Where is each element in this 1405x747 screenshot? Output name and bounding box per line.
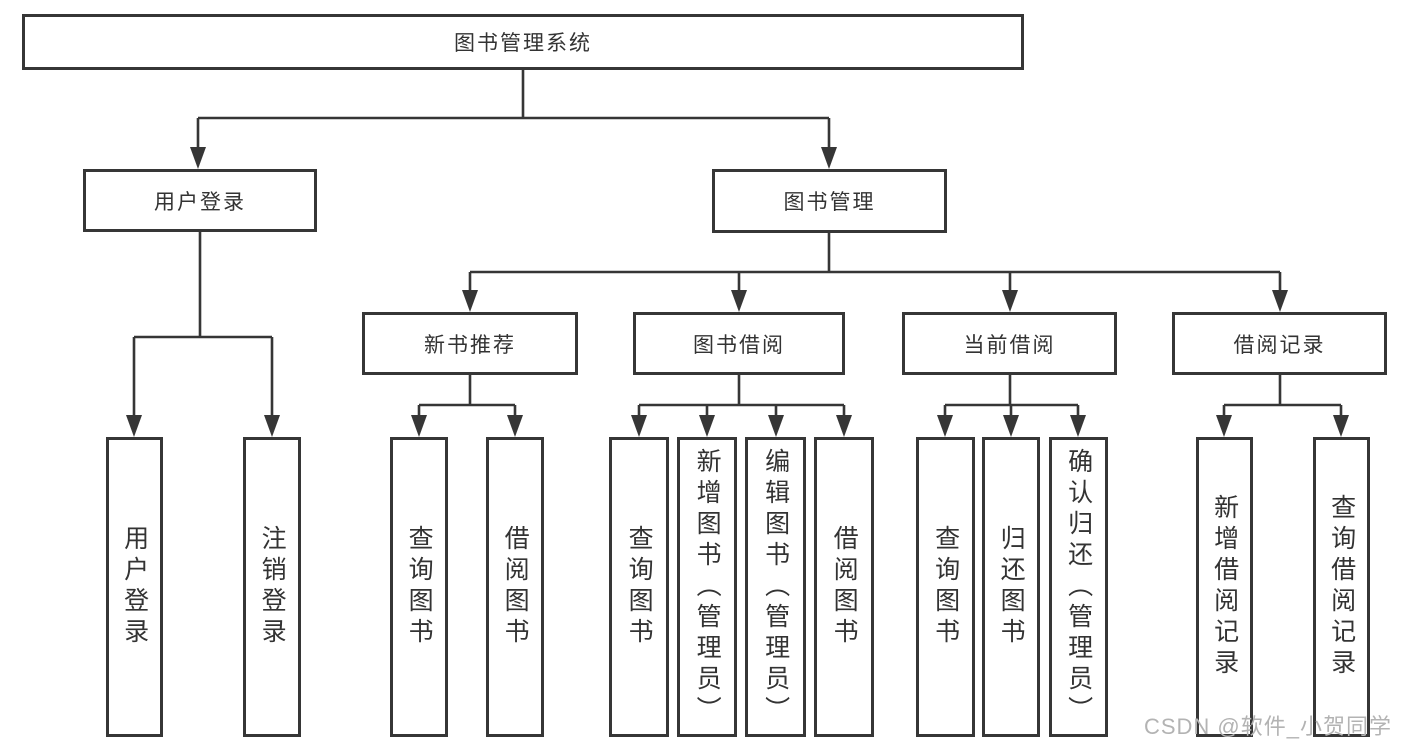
arrowhead-icon [1002, 290, 1018, 312]
node-label: 用户登录 [120, 525, 149, 649]
node-library-management-system: 图书管理系统 [22, 14, 1024, 70]
arrowhead-icon [1070, 415, 1086, 437]
arrowhead-icon [631, 415, 647, 437]
leaf-query-books-current: 查询图书 [916, 437, 975, 737]
node-label: 当前借阅 [963, 333, 1056, 357]
arrowhead-icon [1272, 290, 1288, 312]
node-label: 确认归还（管理员） [1064, 447, 1093, 727]
node-label: 用户登录 [154, 190, 246, 214]
arrowhead-icon [126, 415, 142, 437]
arrowhead-icon [1216, 415, 1232, 437]
leaf-query-books-borrow: 查询图书 [609, 437, 669, 737]
node-label: 新增图书（管理员） [693, 447, 722, 727]
node-label: 新书推荐 [424, 333, 516, 357]
leaf-borrow-books-recommend: 借阅图书 [486, 437, 544, 737]
arrowhead-icon [699, 415, 715, 437]
arrowhead-icon [507, 415, 523, 437]
csdn-watermark: CSDN @软件_小贺同学 [1143, 714, 1392, 739]
arrowhead-icon [411, 415, 427, 437]
node-current-borrowing: 当前借阅 [902, 312, 1117, 375]
arrowhead-icon [462, 290, 478, 312]
node-book-borrowing: 图书借阅 [633, 312, 845, 375]
leaf-edit-books-admin: 编辑图书（管理员） [745, 437, 806, 737]
arrowhead-icon [937, 415, 953, 437]
leaf-logout: 注销登录 [243, 437, 301, 737]
node-label: 查询图书 [931, 525, 960, 649]
node-label: 查询图书 [625, 525, 654, 649]
node-new-book-recommendation: 新书推荐 [362, 312, 578, 375]
leaf-borrow-books: 借阅图书 [814, 437, 874, 737]
node-label: 查询图书 [405, 525, 434, 649]
node-label: 借阅图书 [830, 525, 859, 649]
arrowheads [126, 147, 1349, 437]
arrowhead-icon [1333, 415, 1349, 437]
node-label: 图书管理系统 [454, 32, 592, 55]
node-label: 借阅图书 [501, 525, 530, 649]
node-borrowing-records: 借阅记录 [1172, 312, 1387, 375]
node-label: 借阅记录 [1233, 333, 1326, 357]
arrowhead-icon [1003, 415, 1019, 437]
leaf-add-borrow-record: 新增借阅记录 [1196, 437, 1253, 737]
leaf-query-books-recommend: 查询图书 [390, 437, 448, 737]
node-label: 注销登录 [258, 525, 287, 649]
arrowhead-icon [731, 290, 747, 312]
connector-lines [132, 70, 1343, 416]
arrowhead-icon [768, 415, 784, 437]
node-label: 归还图书 [997, 525, 1026, 649]
node-user-login: 用户登录 [83, 169, 317, 232]
leaf-query-borrow-record: 查询借阅记录 [1313, 437, 1370, 737]
node-book-management: 图书管理 [712, 169, 947, 233]
node-label: 查询借阅记录 [1327, 494, 1356, 680]
leaf-add-books-admin: 新增图书（管理员） [677, 437, 737, 737]
arrowhead-icon [836, 415, 852, 437]
arrowhead-icon [264, 415, 280, 437]
leaf-return-books: 归还图书 [982, 437, 1040, 737]
arrowhead-icon [821, 147, 837, 169]
leaf-confirm-return-admin: 确认归还（管理员） [1049, 437, 1108, 737]
node-label: 编辑图书（管理员） [761, 447, 790, 727]
node-label: 图书借阅 [693, 333, 785, 357]
leaf-user-login: 用户登录 [106, 437, 163, 737]
node-label: 新增借阅记录 [1210, 494, 1239, 680]
node-label: 图书管理 [783, 191, 876, 214]
arrowhead-icon [190, 147, 206, 169]
